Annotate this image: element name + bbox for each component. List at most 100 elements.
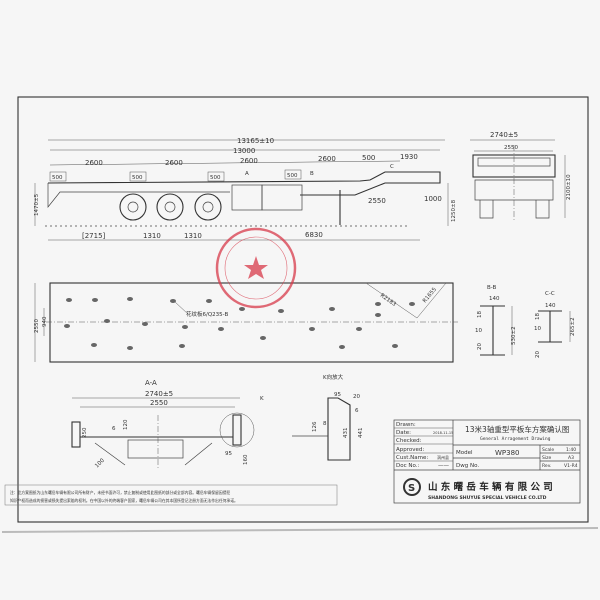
company-name-cn: 山 东 曙 岳 车 辆 有 限 公 司 [428,481,553,493]
cc-width: 140 [545,303,556,309]
aa-160: 160 [243,454,249,465]
dim-front-width: 2740±5 [490,131,518,139]
cc-t2: 10 [534,326,541,332]
dim-seg2: 2600 [165,159,183,167]
dim-gooseneck: 1930 [400,153,418,161]
k-441: 441 [358,428,364,439]
dim-r2183: R2183 [379,293,397,308]
k-431: 431 [343,428,349,439]
dim-rear: [2715] [82,232,106,240]
dim-axle2: 1310 [184,232,202,240]
dim-6830: 6830 [305,231,323,239]
bb-height: 530±2 [511,326,517,345]
section-b-mark: B [310,171,314,177]
bb-t3: 20 [477,343,483,350]
company-name-en: SHANDONG SHUYUE SPECIAL VEHICLE CO.LTD [428,495,547,501]
aa-95: 95 [225,451,232,457]
bb-t2: 10 [475,328,482,334]
section-cc-title: C-C [545,291,555,297]
aa-inner: 2550 [150,399,168,407]
detail-k-mark: K [260,396,264,402]
company-seal [215,227,297,309]
wheel-3 [194,193,222,221]
checked-label: Checked: [396,438,422,444]
date-label: Date: [396,430,411,436]
dim-kingpin-height: 1250±8 [451,199,457,222]
bb-width: 140 [489,296,500,302]
dim-b2: 500 [132,175,143,181]
dim-plan-inner: 940 [42,316,48,327]
dim-front-inner: 2550 [504,145,518,151]
size-label: Size [542,455,551,461]
plan-view: 2550 940 R2183 R1655 花纹板6/Q235-B [34,282,458,363]
copyright-note: 注：此方案图纸为山东曙岳车辆有限公司所有财产，未经书面许可，禁止复制或使用此图纸… [4,484,338,506]
section-a-mark: A [245,171,249,177]
model-label: Model [456,450,473,456]
title-en: General Arragement Drawing [480,436,551,442]
sections-bb-cc: B-B 140 530±2 18 10 20 C-C 140 265±2 18 … [475,285,576,358]
model-value: WP380 [495,449,520,457]
dim-500-neck: 500 [362,154,375,162]
section-aa: A-A 2740±5 2550 K 250 6 120 100 95 160 [71,379,264,470]
dwg-label: Dwg No. [456,463,479,469]
detail-k: K向放大 95 20 6 126 8 431 441 [292,373,364,461]
front-view: 2740±5 2550 2100±10 [470,131,572,222]
k-6: 6 [355,408,359,414]
note-line-1: 注：此方案图纸为山东曙岳车辆有限公司所有财产，未经书面许可，禁止复制或使用此图纸… [10,490,230,495]
wheel-2 [156,193,184,221]
dim-deck: 13000 [233,147,255,155]
dim-height: 1470±5 [34,193,40,216]
cc-t3: 20 [535,351,541,358]
aa-120: 120 [123,419,129,430]
aa-250: 250 [82,427,88,438]
aa-100: 100 [94,457,106,469]
wheel-1 [119,193,147,221]
section-bb-title: B-B [487,285,497,291]
side-view: 13165±10 13000 2600 2600 2600 2600 500 1… [34,137,457,241]
paper-edge [1,527,599,533]
cc-t1: 18 [535,313,541,320]
floor-plate-label: 花纹板6/Q235-B [186,310,228,318]
dim-axle1: 1310 [143,232,161,240]
k-95: 95 [334,392,341,398]
section-c-mark: C [390,164,394,170]
section-aa-title: A-A [145,379,157,387]
wheels [119,193,222,221]
cust-label: Cust.Name: [396,455,428,461]
dim-seg4: 2600 [318,155,336,163]
dim-b4: 500 [287,173,298,179]
approved-label: Approved: [396,447,424,453]
aa-6: 6 [112,426,116,432]
doc-label: Doc No.: [396,463,420,469]
cust-value: 涡州县 [437,454,449,460]
drawing-frame [17,96,589,523]
bb-t1: 18 [477,311,483,318]
scale-value: 1:40 [566,447,576,453]
title-cn: 13米3轴重型平板车方案确认图 [465,424,569,434]
title-block: Drawn: Date: 2018-11-15 Checked: Approve… [393,419,581,504]
dim-seg3: 2600 [240,157,258,165]
drawn-label: Drawn: [396,422,416,428]
rev-label: Rev. [542,463,551,469]
dim-b3: 500 [210,175,221,181]
dim-seg1: 2600 [85,159,103,167]
note-line-2: 知识产权而造成的损害或损失提出索赔的权利。在中国以外的终端客户国家，曙岳车辆公司… [10,498,238,503]
scale-label: Scale [542,447,554,453]
twist-lock-marks [64,297,415,350]
k-126: 126 [312,421,318,432]
detail-k-title: K向放大 [323,373,344,381]
doc-value: —— [438,463,450,469]
company-logo-icon: S [403,478,421,496]
k-8: 8 [323,421,327,427]
size-value: A3 [568,455,574,461]
k-20: 20 [353,394,360,400]
dim-front-height: 2100±10 [566,174,572,200]
rev-value: V1-R4 [564,463,578,469]
svg-text:S: S [408,483,415,494]
dim-1000: 1000 [424,195,442,203]
cc-height: 265±2 [570,317,576,336]
dim-2550: 2550 [368,197,386,205]
date-value: 2018-11-15 [433,431,453,435]
dim-plan-width: 2550 [34,319,40,333]
